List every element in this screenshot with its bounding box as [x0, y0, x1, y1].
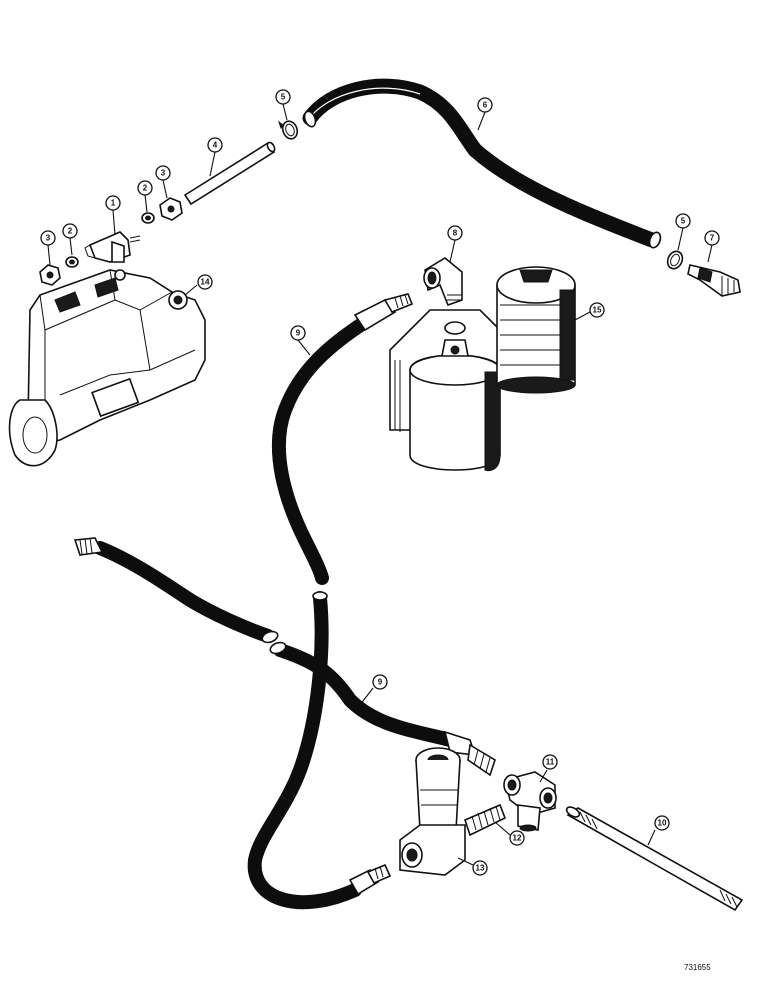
return-hose [302, 78, 662, 249]
callout-13: 13 [472, 860, 488, 876]
svg-text:9: 9 [378, 678, 383, 687]
callout-12: 12 [509, 830, 525, 846]
callout-14: 14 [197, 274, 213, 290]
callout-3a: 3 [40, 230, 56, 246]
callout-15: 15 [589, 302, 605, 318]
svg-text:2: 2 [143, 184, 148, 193]
svg-text:12: 12 [513, 834, 522, 843]
callout-10: 10 [654, 815, 670, 831]
elbow-fitting [423, 257, 463, 307]
fuel-filter-assembly [389, 309, 501, 472]
callout-5a: 5 [275, 89, 291, 105]
svg-text:8: 8 [453, 229, 458, 238]
svg-text:4: 4 [213, 141, 218, 150]
pipe-long [565, 806, 744, 912]
svg-text:1: 1 [111, 199, 116, 208]
svg-text:14: 14 [201, 278, 210, 287]
fuel-hose-crossover [73, 537, 496, 777]
middle-washer [141, 212, 155, 224]
injection-pump-body [8, 269, 206, 467]
callout-4: 4 [207, 137, 223, 153]
callout-7: 7 [704, 230, 720, 246]
svg-text:5: 5 [281, 93, 286, 102]
tee-fitting [84, 231, 141, 263]
middle-nut [159, 197, 183, 221]
hose-clamp-top [278, 120, 299, 140]
leader-lines [47, 103, 713, 866]
svg-text:3: 3 [46, 234, 51, 243]
callout-1: 1 [105, 195, 121, 211]
callout-3b: 3 [155, 165, 171, 181]
svg-text:7: 7 [710, 234, 715, 243]
pipe-nipple-short [464, 803, 507, 837]
svg-text:2: 2 [68, 227, 73, 236]
filter-element [496, 266, 576, 394]
svg-text:11: 11 [546, 758, 555, 767]
callout-8: 8 [447, 225, 463, 241]
svg-text:3: 3 [161, 169, 166, 178]
callout-2b: 2 [137, 180, 153, 196]
left-nut [39, 264, 61, 286]
left-washer [65, 256, 79, 268]
hose-clamp-right [666, 250, 684, 270]
callout-5b: 5 [675, 213, 691, 229]
transfer-pump [399, 747, 466, 876]
svg-text:6: 6 [483, 101, 488, 110]
svg-text:10: 10 [658, 819, 667, 828]
svg-text:9: 9 [296, 329, 301, 338]
pipe-tee [503, 771, 557, 832]
svg-text:13: 13 [476, 864, 485, 873]
callout-11: 11 [542, 754, 558, 770]
callout-6: 6 [477, 97, 493, 113]
callout-9b: 9 [372, 674, 388, 690]
fuel-hose-upper [271, 293, 414, 585]
svg-text:15: 15 [593, 306, 602, 315]
connector-tube [183, 141, 276, 206]
callout-9a: 9 [290, 325, 306, 341]
callout-2a: 2 [62, 223, 78, 239]
drawing-code: 731655 [684, 963, 711, 972]
elbow-connector [687, 264, 741, 297]
svg-text:5: 5 [681, 217, 686, 226]
